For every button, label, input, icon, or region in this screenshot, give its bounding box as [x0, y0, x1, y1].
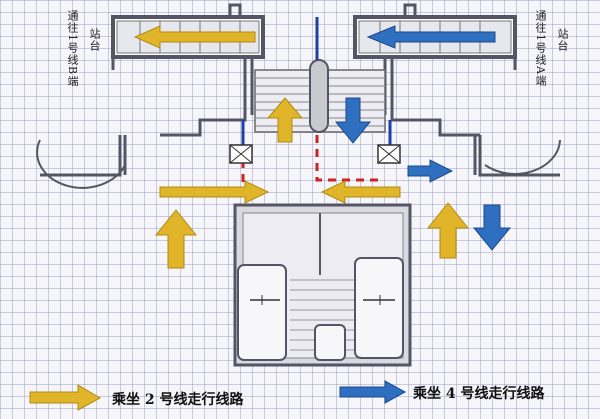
yellow-arrow-up-right [426, 202, 470, 259]
legend-line2-text: 乘坐 2 号线走行线路 [112, 392, 244, 408]
upper-stairs [254, 59, 386, 133]
left-platform-label: 通往1号线B端 [66, 10, 79, 88]
blue-arrow-down-center [334, 97, 372, 144]
legend-line4-arrow [339, 380, 407, 404]
yellow-arrow-up-center [266, 97, 304, 143]
yellow-arrow-right-mid [159, 180, 270, 204]
top-walls [111, 3, 517, 70]
left-gate-box [229, 144, 253, 164]
yellow-arrow-up-left [154, 209, 198, 269]
blue-arrow-right-gate [407, 159, 454, 183]
left-entrance-arc [36, 139, 126, 189]
red-dashed-line [241, 135, 380, 185]
yellow-arrow-top-left [133, 25, 256, 49]
blue-arrow-down-right [472, 204, 512, 251]
left-platform-sublabel: 站台 [88, 28, 101, 52]
legend-line2-arrow [29, 384, 102, 411]
right-entrance-arc [484, 139, 561, 175]
legend-line4-text: 乘坐 4 号线走行线路 [413, 386, 545, 402]
right-platform-label: 通往1号线A端 [534, 10, 547, 87]
corridor-walls [40, 57, 560, 177]
right-platform-sublabel: 站台 [556, 28, 569, 52]
yellow-arrow-left-mid [320, 180, 401, 204]
lower-escalator-block [233, 203, 412, 367]
right-gate-box [377, 144, 401, 164]
blue-arrow-top-right [366, 25, 496, 49]
